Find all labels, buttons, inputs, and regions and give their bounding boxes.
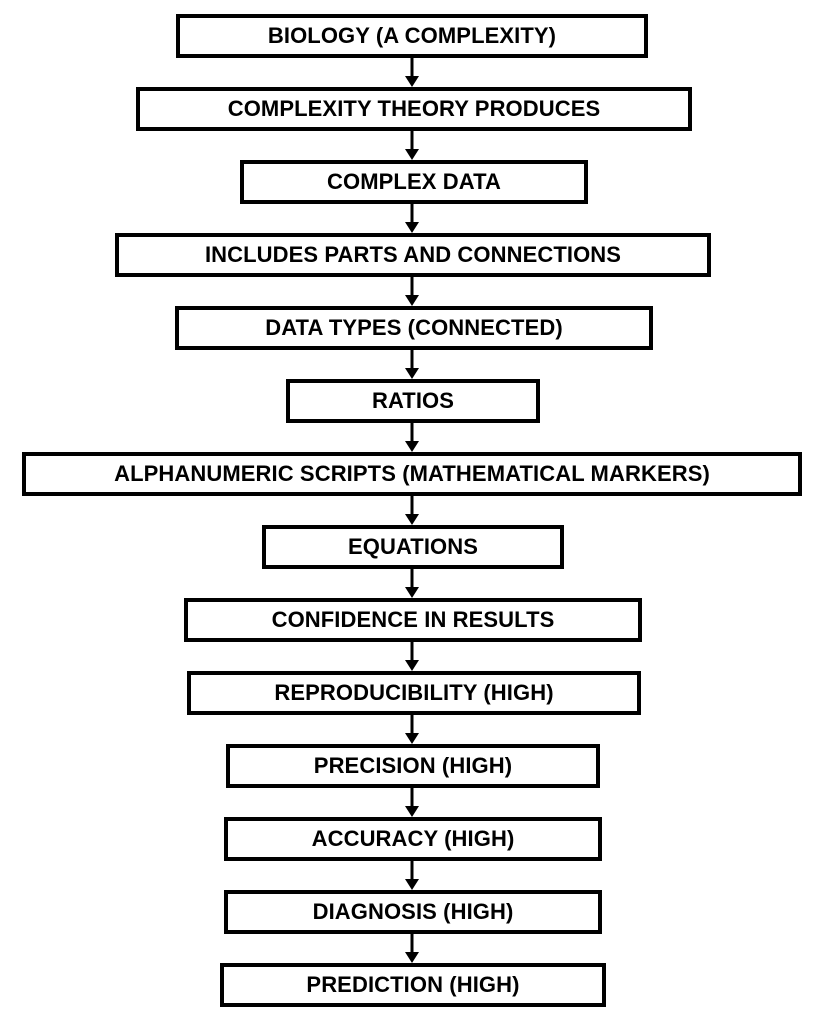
flow-node-alphanumeric-scripts: ALPHANUMERIC SCRIPTS (MATHEMATICAL MARKE… [22, 452, 802, 496]
arrow-ratios-to-alphanumeric-scripts [397, 423, 427, 452]
arrow-confidence-in-results-to-reproducibility-high [397, 642, 427, 671]
flow-node-equations: EQUATIONS [262, 525, 564, 569]
arrow-complexity-theory-produces-to-complex-data [397, 131, 427, 160]
arrow-data-types-connected-to-ratios [397, 350, 427, 379]
flow-node-label-equations: EQUATIONS [347, 534, 479, 559]
flow-node-label-ratios: RATIOS [371, 388, 455, 413]
flow-node-label-data-types-connected: DATA TYPES (CONNECTED) [265, 315, 563, 340]
arrow-diagnosis-high-to-prediction-high [397, 934, 427, 963]
flow-node-confidence-in-results: CONFIDENCE IN RESULTS [184, 598, 642, 642]
flow-node-label-complex-data: COMPLEX DATA [327, 169, 501, 194]
flow-node-label-alphanumeric-scripts: ALPHANUMERIC SCRIPTS (MATHEMATICAL MARKE… [114, 461, 710, 486]
flow-node-reproducibility-high: REPRODUCIBILITY (HIGH) [187, 671, 641, 715]
arrow-equations-to-confidence-in-results [397, 569, 427, 598]
flow-node-accuracy-high: ACCURACY (HIGH) [224, 817, 602, 861]
flow-node-diagnosis-high: DIAGNOSIS (HIGH) [224, 890, 602, 934]
flow-node-complex-data: COMPLEX DATA [240, 160, 588, 204]
flow-node-complexity-theory-produces: COMPLEXITY THEORY PRODUCES [136, 87, 692, 131]
flow-node-label-accuracy-high: ACCURACY (HIGH) [311, 826, 515, 851]
flow-node-label-prediction-high: PREDICTION (HIGH) [306, 972, 520, 997]
flow-node-label-biology: BIOLOGY (A COMPLEXITY) [267, 23, 557, 48]
flow-node-label-precision-high: PRECISION (HIGH) [313, 753, 513, 778]
arrow-complex-data-to-includes-parts-and-connections [397, 204, 427, 233]
flow-node-precision-high: PRECISION (HIGH) [226, 744, 600, 788]
arrow-reproducibility-high-to-precision-high [397, 715, 427, 744]
flow-node-biology: BIOLOGY (A COMPLEXITY) [176, 14, 648, 58]
arrow-accuracy-high-to-diagnosis-high [397, 861, 427, 890]
flow-node-label-confidence-in-results: CONFIDENCE IN RESULTS [271, 607, 555, 632]
arrow-alphanumeric-scripts-to-equations [397, 496, 427, 525]
flow-node-label-includes-parts-and-connections: INCLUDES PARTS AND CONNECTIONS [204, 242, 622, 267]
flow-node-data-types-connected: DATA TYPES (CONNECTED) [175, 306, 653, 350]
flow-node-label-complexity-theory-produces: COMPLEXITY THEORY PRODUCES [227, 96, 601, 121]
flow-node-prediction-high: PREDICTION (HIGH) [220, 963, 606, 1007]
arrow-precision-high-to-accuracy-high [397, 788, 427, 817]
arrow-includes-parts-and-connections-to-data-types-connected [397, 277, 427, 306]
flow-node-ratios: RATIOS [286, 379, 540, 423]
flow-node-includes-parts-and-connections: INCLUDES PARTS AND CONNECTIONS [115, 233, 711, 277]
flow-node-label-reproducibility-high: REPRODUCIBILITY (HIGH) [274, 680, 554, 705]
arrow-biology-to-complexity-theory-produces [397, 58, 427, 87]
flow-node-label-diagnosis-high: DIAGNOSIS (HIGH) [312, 899, 514, 924]
